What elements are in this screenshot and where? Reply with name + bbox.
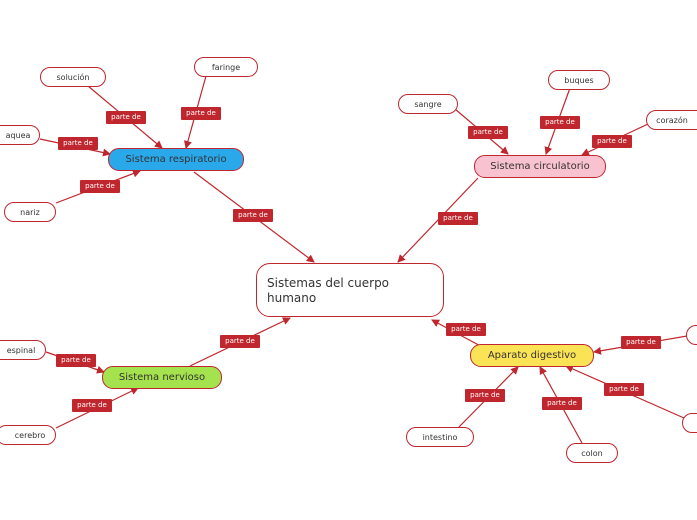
leaf-sangre[interactable]: sangre bbox=[398, 94, 458, 114]
leaf-label: solución bbox=[56, 72, 90, 82]
leaf-label: colon bbox=[581, 448, 603, 458]
leaf-nariz[interactable]: nariz bbox=[4, 202, 56, 222]
leaf-traquea[interactable]: aquea bbox=[0, 125, 40, 145]
topic-label: Aparato digestivo bbox=[487, 350, 577, 361]
leaf-label: faringe bbox=[211, 62, 241, 72]
link-label: parte de bbox=[220, 335, 260, 348]
topic-label: Sistema nervioso bbox=[118, 372, 206, 383]
leaf-label: corazón bbox=[656, 115, 688, 125]
link-label: parte de bbox=[446, 323, 486, 336]
central-topic[interactable]: Sistemas del cuerpo humano bbox=[256, 263, 444, 317]
link-label: parte de bbox=[56, 354, 96, 367]
leaf-label: cerebro bbox=[14, 430, 46, 440]
link-label: parte de bbox=[438, 212, 478, 225]
link-label: parte de bbox=[80, 180, 120, 193]
leaf-label: nariz bbox=[20, 207, 40, 217]
link-label: parte de bbox=[621, 336, 661, 349]
leaf-faringe[interactable]: faringe bbox=[194, 57, 258, 77]
link-label: parte de bbox=[468, 126, 508, 139]
link-label: parte de bbox=[592, 135, 632, 148]
leaf-label: sangre bbox=[414, 99, 442, 109]
link-label: parte de bbox=[604, 383, 644, 396]
leaf-espinal[interactable]: espinal bbox=[0, 340, 46, 360]
link-label: parte de bbox=[58, 137, 98, 150]
topic-aparato-digestivo[interactable]: Aparato digestivo bbox=[470, 344, 594, 367]
leaf-label: espinal bbox=[6, 345, 36, 355]
topic-sistema-nervioso[interactable]: Sistema nervioso bbox=[102, 366, 222, 389]
link-label: parte de bbox=[233, 209, 273, 222]
leaf-label: aquea bbox=[5, 130, 31, 140]
link-label: parte de bbox=[542, 397, 582, 410]
link-label: parte de bbox=[465, 389, 505, 402]
leaf-buques[interactable]: buques bbox=[548, 70, 610, 90]
leaf-intestino[interactable]: intestino bbox=[406, 427, 474, 447]
leaf-solucion[interactable]: solución bbox=[40, 67, 106, 87]
leaf-label: buques bbox=[564, 75, 594, 85]
link-label: parte de bbox=[181, 107, 221, 120]
topic-sistema-respiratorio[interactable]: Sistema respiratorio bbox=[108, 148, 244, 171]
leaf-digestivo-bottom[interactable] bbox=[682, 413, 697, 433]
link-label: parte de bbox=[106, 111, 146, 124]
leaf-corazon[interactable]: corazón bbox=[646, 110, 697, 130]
leaf-label: intestino bbox=[422, 432, 458, 442]
leaf-cerebro[interactable]: cerebro bbox=[0, 425, 56, 445]
link-label: parte de bbox=[72, 399, 112, 412]
topic-label: Sistema circulatorio bbox=[490, 161, 590, 172]
topic-sistema-circulatorio[interactable]: Sistema circulatorio bbox=[474, 155, 606, 178]
leaf-colon[interactable]: colon bbox=[566, 443, 618, 463]
topic-label: Sistema respiratorio bbox=[125, 154, 227, 165]
central-topic-label: Sistemas del cuerpo humano bbox=[267, 276, 390, 305]
link-label: parte de bbox=[540, 116, 580, 129]
